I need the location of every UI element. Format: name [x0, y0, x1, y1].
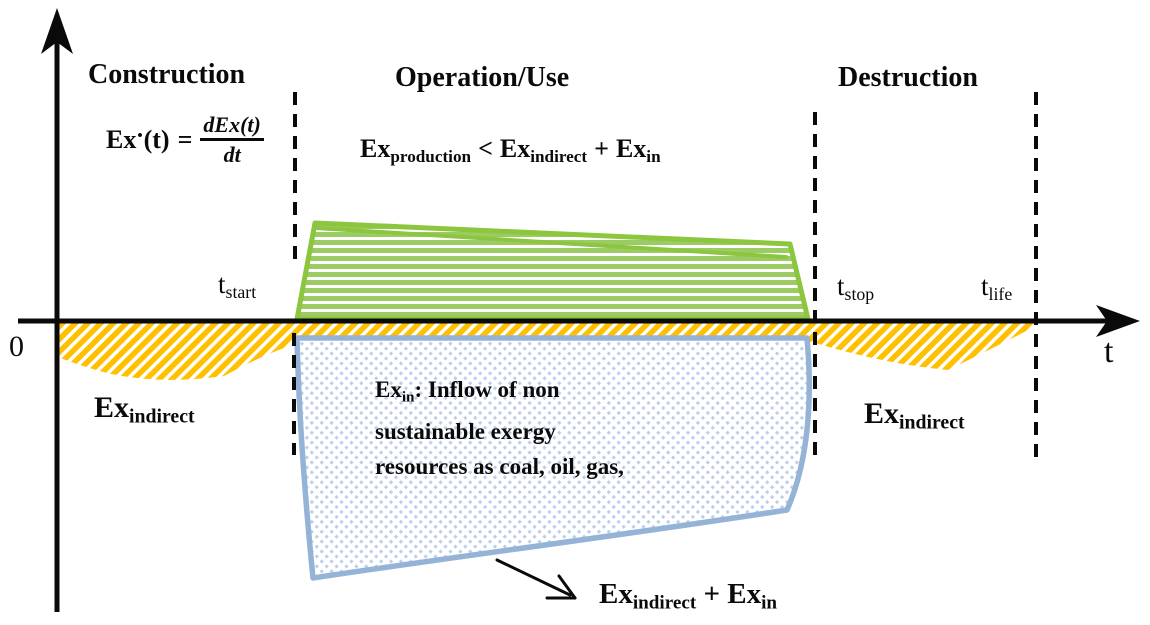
- origin-label: 0: [9, 330, 24, 363]
- plus-sign: +: [594, 134, 609, 163]
- derivative-dot: •: [137, 127, 143, 144]
- phase-label-construction: Construction: [88, 59, 246, 90]
- equals-sign: =: [177, 124, 193, 154]
- phase-label-destruction: Destruction: [838, 62, 978, 93]
- formula-lhs: Ex•(t): [106, 124, 170, 154]
- sum-callout-arrow-shaft: [495, 558, 572, 597]
- inflow-note-line-1: Exin: Inflow of non: [375, 377, 560, 406]
- inequality-mid: Exindirect: [499, 134, 588, 166]
- exergy-axis-arrowhead: [41, 8, 73, 54]
- fraction-numerator: dEx(t): [200, 112, 264, 142]
- time-axis-label: t: [1104, 333, 1114, 370]
- ex-indirect-label-left: Exindirect: [94, 391, 195, 428]
- sum-label: Exindirect + Exin: [599, 578, 777, 614]
- phase-label-operation-use: Operation/Use: [395, 62, 570, 93]
- production-region-inner-edge: [314, 226, 788, 259]
- sum-callout-arrowhead-arm1: [557, 574, 577, 600]
- inflow-note-line-3: resources as coal, oil, gas,: [375, 454, 624, 480]
- inequality-lhs: Exproduction: [360, 134, 472, 166]
- formula-fraction: dEx(t) dt: [200, 112, 264, 168]
- exergy-rate-formula: Ex•(t) = dEx(t) dt: [106, 112, 264, 168]
- less-than-sign: <: [478, 134, 493, 163]
- production-exergy-region: [294, 220, 811, 322]
- fraction-denominator: dt: [223, 142, 241, 168]
- tick-t-life: tlife: [981, 271, 1013, 304]
- inflow-note: Exin: Inflow of non sustainable exergy r…: [375, 372, 624, 484]
- sum-plus-sign: +: [703, 578, 721, 610]
- ex-indirect-label-right: Exindirect: [864, 397, 965, 434]
- inflow-note-line-2: sustainable exergy: [375, 419, 556, 445]
- inequality-rhs: Exin: [615, 134, 661, 166]
- tick-t-stop: tstop: [837, 271, 875, 304]
- tick-t-start: tstart: [218, 269, 257, 302]
- sum-term-1: Exindirect: [599, 578, 697, 614]
- inflow-exergy-region: [294, 335, 812, 581]
- time-axis-arrowhead: [1096, 305, 1140, 337]
- operation-inequality: Exproduction<Exindirect+Exin: [360, 134, 661, 167]
- sum-term-2: Exin: [727, 578, 778, 614]
